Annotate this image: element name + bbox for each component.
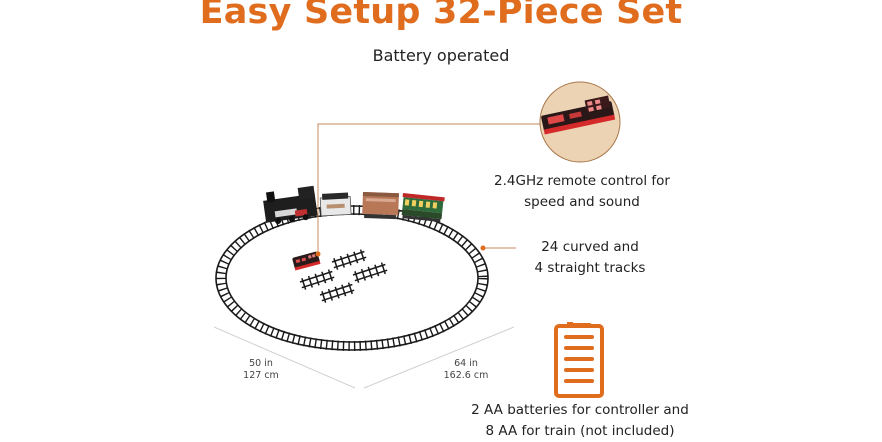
- batteries-callout-line1: 2 AA batteries for controller and: [471, 402, 689, 418]
- remote-marker: [315, 251, 321, 257]
- remote-callout-line1: 2.4GHz remote control for: [494, 173, 670, 189]
- depth-dimension: 50 in 127 cm: [236, 358, 286, 382]
- remote-leader-line: [317, 123, 540, 254]
- train: [263, 185, 445, 225]
- remote-callout-line2: speed and sound: [524, 194, 640, 210]
- batteries-callout: 2 AA batteries for controller and 8 AA f…: [470, 400, 690, 442]
- tracks-callout-line2: 4 straight tracks: [534, 260, 646, 276]
- page-title: Easy Setup 32-Piece Set: [199, 0, 683, 32]
- page-subtitle: Battery operated: [372, 46, 510, 65]
- dimension-lines: [213, 326, 515, 389]
- remote-callout: 2.4GHz remote control for speed and soun…: [462, 171, 702, 213]
- battery-icon: [554, 322, 604, 398]
- straight-tracks: [299, 249, 388, 303]
- width-cm: 162.6 cm: [443, 370, 489, 381]
- width-dimension: 64 in 162.6 cm: [436, 358, 496, 382]
- tracks-marker: [480, 245, 486, 251]
- oval-track: [215, 205, 489, 351]
- tracks-callout: 24 curved and 4 straight tracks: [510, 237, 670, 279]
- remote-control-icon: [539, 81, 621, 163]
- depth-cm: 127 cm: [243, 370, 279, 381]
- width-in: 64 in: [454, 358, 478, 369]
- remote-on-floor: [292, 251, 321, 271]
- batteries-callout-line2: 8 AA for train (not included): [485, 423, 675, 439]
- tracks-callout-line1: 24 curved and: [541, 239, 639, 255]
- depth-in: 50 in: [249, 358, 273, 369]
